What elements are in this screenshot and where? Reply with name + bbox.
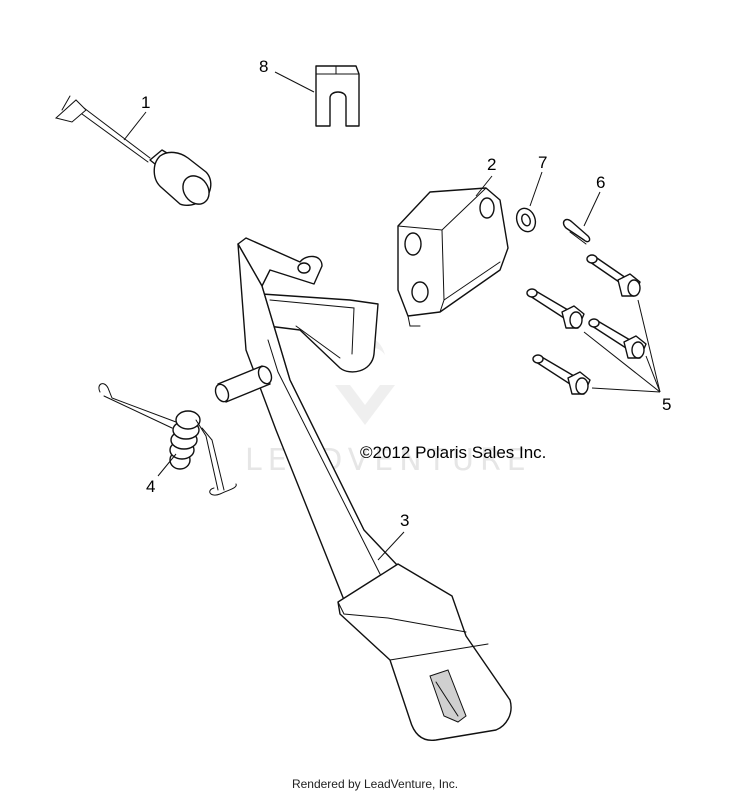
leader-1: [123, 111, 147, 141]
leader-4: [157, 453, 177, 477]
callout-3[interactable]: 3: [400, 511, 409, 530]
part-2-switch-block[interactable]: [397, 187, 509, 327]
part-6-clip-pin[interactable]: [562, 218, 591, 245]
leader-8: [274, 71, 315, 93]
copyright-text: ©2012 Polaris Sales Inc.: [360, 443, 546, 462]
callout-1[interactable]: 1: [141, 93, 150, 112]
callout-8[interactable]: 8: [259, 57, 268, 76]
part-4-spring[interactable]: [98, 383, 237, 496]
part-5-bolt-c[interactable]: [588, 318, 647, 359]
part-1-sensor[interactable]: [54, 95, 214, 209]
leader-2: [475, 175, 493, 197]
footer-credit: Rendered by LeadVenture, Inc.: [292, 777, 458, 791]
callout-6[interactable]: 6: [596, 173, 605, 192]
part-3-pedal[interactable]: [237, 237, 512, 741]
callout-7[interactable]: 7: [538, 153, 547, 172]
leader-6: [583, 191, 601, 227]
callout-5[interactable]: 5: [662, 395, 671, 414]
part-7-washer[interactable]: [513, 206, 538, 235]
leader-7: [529, 171, 543, 207]
part-8-clip[interactable]: [315, 65, 360, 127]
pivot-pin[interactable]: [213, 364, 274, 403]
part-5-bolt-b[interactable]: [526, 288, 585, 329]
callout-2[interactable]: 2: [487, 155, 496, 174]
part-5-bolt-a[interactable]: [586, 254, 641, 297]
leaders-5: [583, 299, 661, 393]
leader-3: [377, 531, 405, 561]
callout-4[interactable]: 4: [146, 477, 155, 496]
part-5-bolt-d[interactable]: [532, 354, 591, 395]
